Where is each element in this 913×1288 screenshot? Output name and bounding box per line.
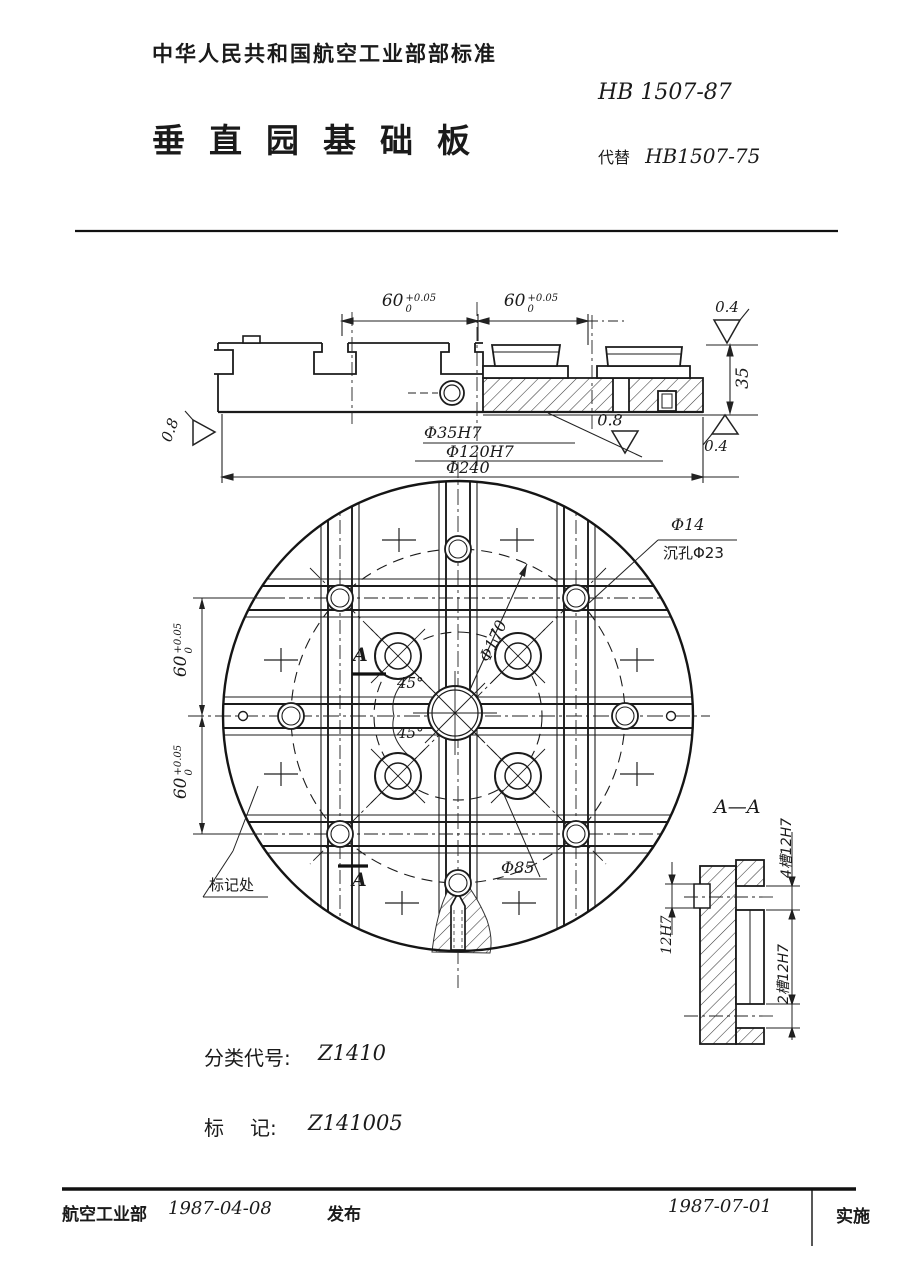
footer-publish-label: 发布 <box>327 1205 361 1225</box>
aa-section-title: A—A <box>714 796 761 818</box>
plan-view-lines <box>188 462 737 988</box>
replaces-note: 代替 HB1507-75 <box>598 144 760 168</box>
footer-implement-date: 1987-07-01 <box>668 1196 772 1217</box>
aa-view-lines <box>665 832 800 1045</box>
footer-issuing-org: 航空工业部 <box>62 1205 147 1225</box>
dim-dia85: Φ85 <box>501 858 535 877</box>
standard-org-title: 中华人民共和国航空工业部部标准 <box>152 42 497 66</box>
dim-35: 35 <box>733 367 753 389</box>
dim-dia240: Φ240 <box>446 458 490 477</box>
replaces-label: 代替 <box>598 148 631 167</box>
angle-45-upper: 45° <box>397 674 424 692</box>
classification-value: Z1410 <box>318 1041 387 1065</box>
callout-hole-dia: Φ14 <box>671 515 705 534</box>
angle-45-lower: 45° <box>397 724 424 742</box>
roughness-04-top: 0.4 <box>715 298 739 316</box>
footer-implement-label: 实施 <box>836 1207 870 1227</box>
document-title: 垂直园基础板 <box>152 121 494 160</box>
dim-dia35h7: Φ35H7 <box>424 423 482 442</box>
section-letter-top: A <box>353 644 368 666</box>
aa-slots-4: 4槽12H7 <box>779 817 795 879</box>
marking-label: 标记: <box>204 1116 277 1140</box>
section-view-lines <box>214 335 758 416</box>
callout-counterbore: 沉孔Φ23 <box>663 544 724 562</box>
roughness-04-bottom: 0.4 <box>704 437 728 455</box>
dim-dia120h7: Φ120H7 <box>446 442 514 461</box>
section-view-dims <box>184 302 758 483</box>
aa-slot-width: 12H7 <box>659 915 675 955</box>
marking-value: Z141005 <box>308 1111 403 1135</box>
aa-slots-2: 2槽12H7 <box>776 943 792 1005</box>
footer-publish-date: 1987-04-08 <box>168 1198 272 1219</box>
replaced-code: HB1507-75 <box>645 144 761 168</box>
classification-label: 分类代号: <box>204 1046 291 1070</box>
standard-code: HB 1507-87 <box>598 80 732 105</box>
roughness-08-mid: 0.8 <box>597 410 623 430</box>
section-letter-bottom: A <box>352 869 367 891</box>
marking-location-label: 标记处 <box>209 876 255 894</box>
